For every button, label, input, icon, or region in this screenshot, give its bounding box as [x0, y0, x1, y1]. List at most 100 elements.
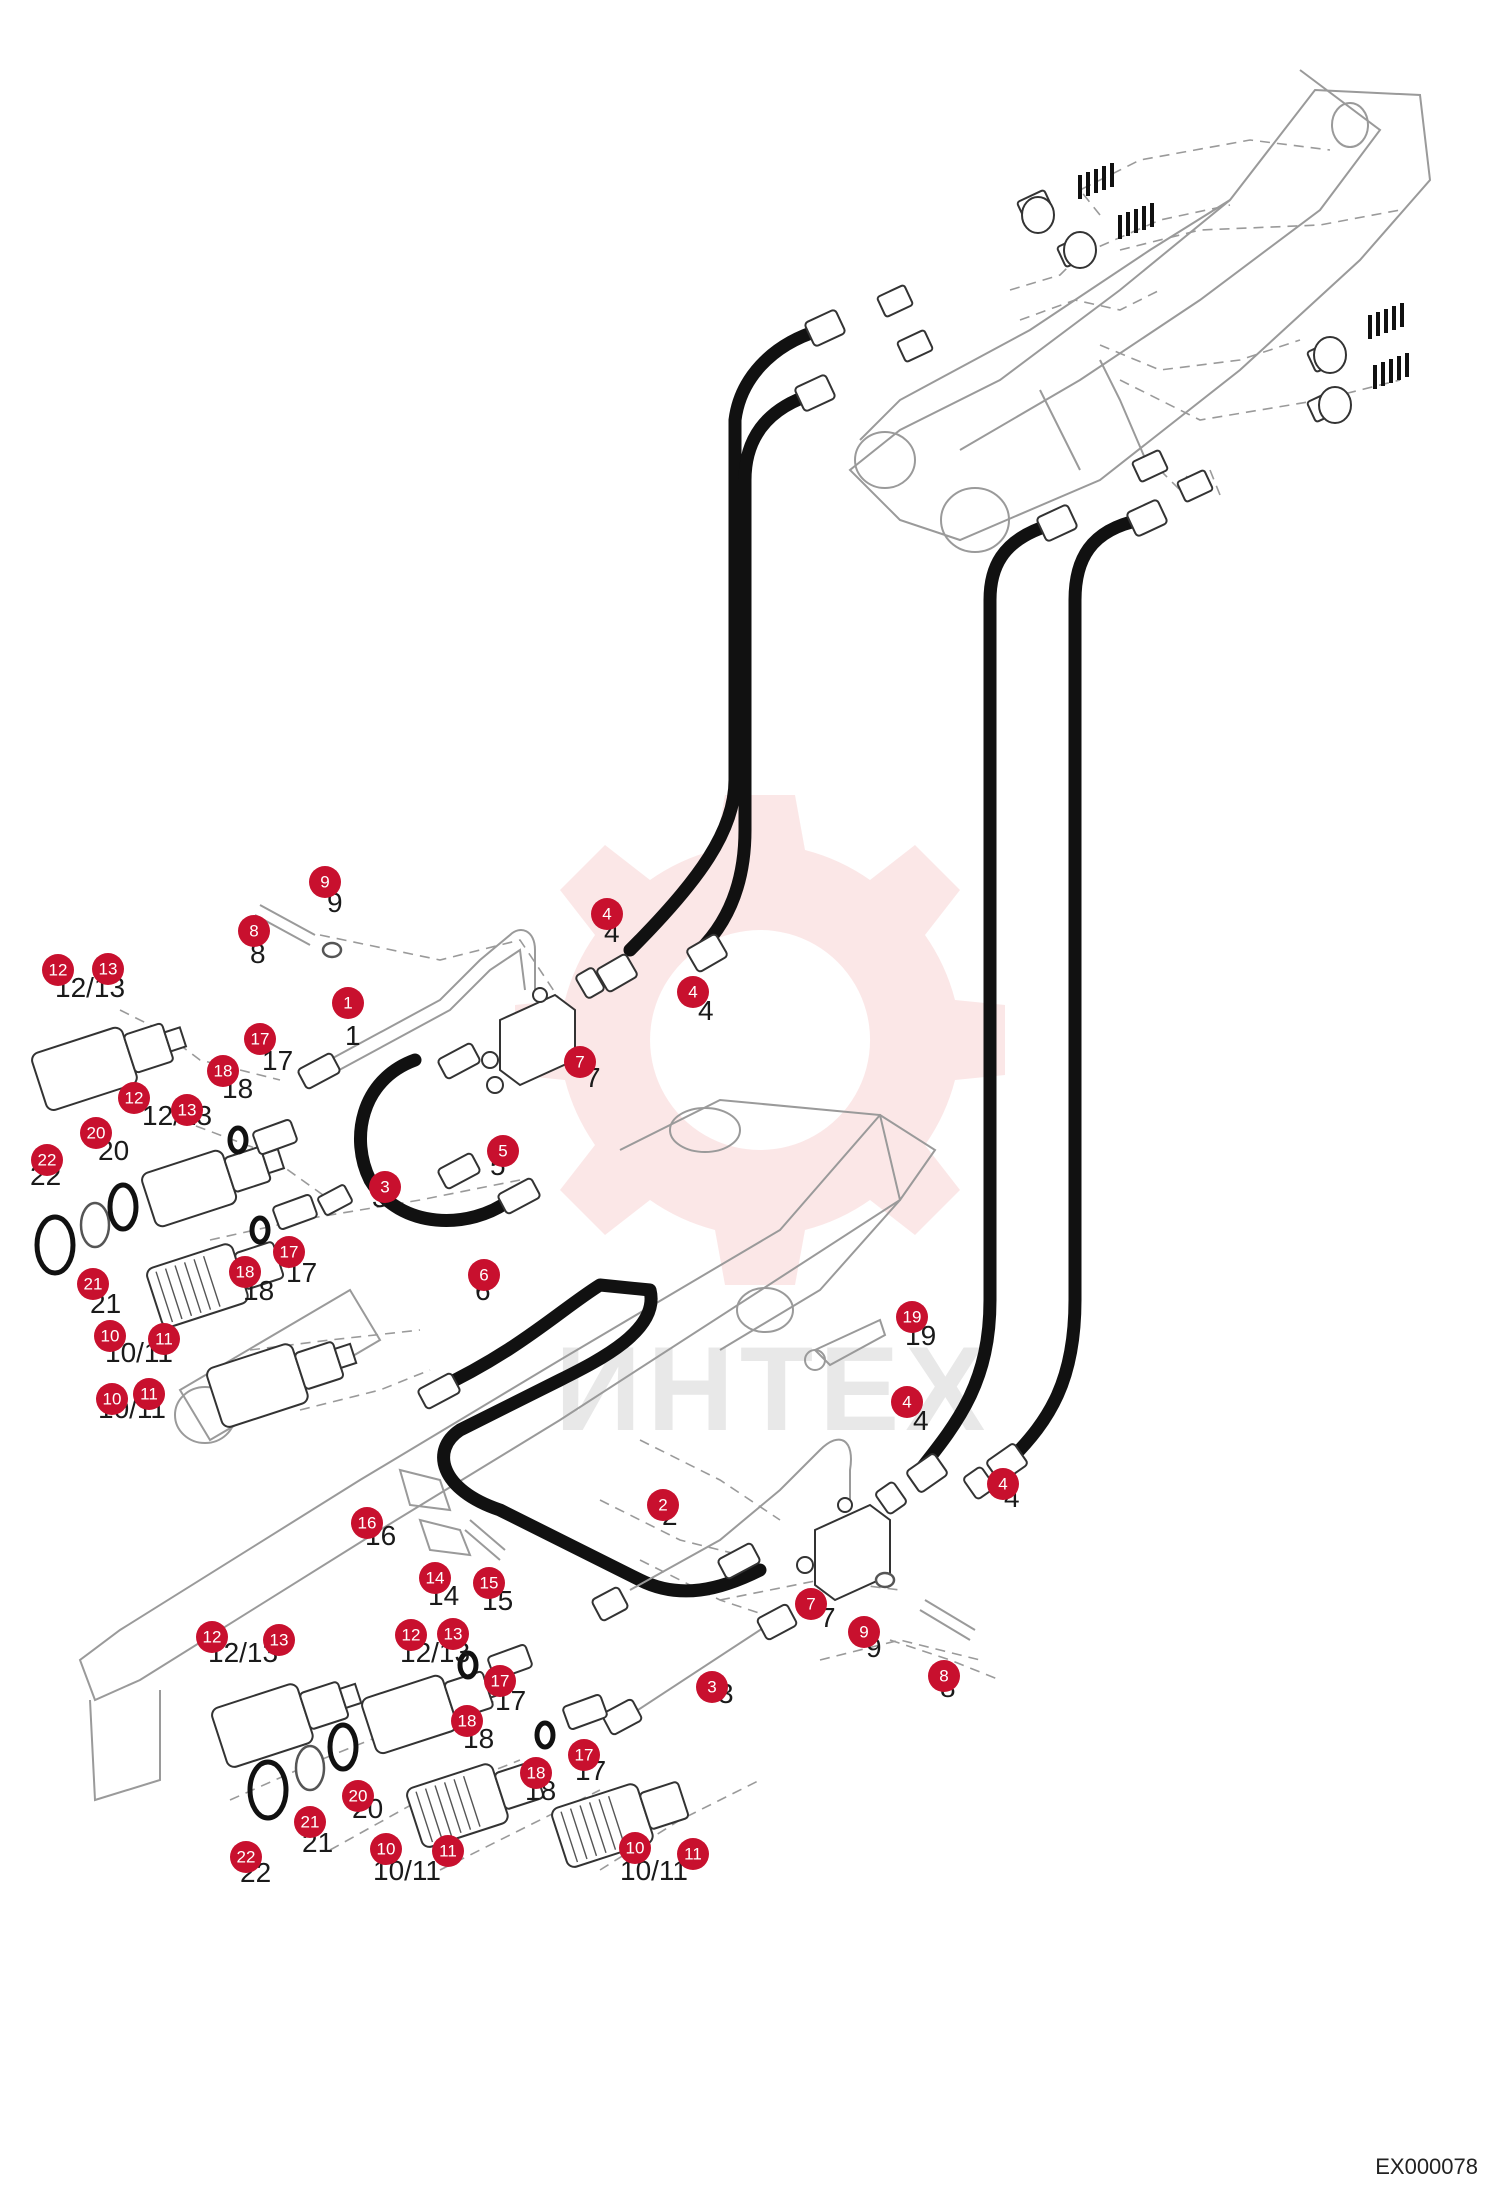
washer-9-upper [321, 941, 343, 959]
callout-number: 13 [99, 960, 118, 979]
callout-3: 3 [696, 1671, 728, 1703]
callout-marker [148, 1323, 180, 1355]
callout-8: 8 [928, 1660, 960, 1692]
callout-marker [370, 1833, 402, 1865]
callout-number: 10 [626, 1839, 645, 1858]
callout-number: 9 [859, 1623, 868, 1642]
callout-15: 15 [473, 1567, 505, 1599]
valve-block-7-upper [481, 987, 576, 1094]
callout-number: 18 [214, 1062, 233, 1081]
callout-marker [987, 1468, 1019, 1500]
hose-upper-right-a [913, 518, 1057, 1477]
callout-marker [891, 1386, 923, 1418]
callout-number: 12 [125, 1089, 144, 1108]
fittings [297, 189, 1344, 1736]
callout-number: 12 [203, 1628, 222, 1647]
callout-marker [351, 1507, 383, 1539]
boom-arm [848, 69, 1432, 553]
callout-marker [118, 1082, 150, 1114]
callout-number: 17 [280, 1243, 299, 1262]
watermark: ИНТЕХ [515, 795, 1005, 1456]
valve-block-7-lower [796, 1497, 891, 1602]
coupler-upper-4 [206, 1341, 358, 1428]
coupler-lower-1 [211, 1681, 363, 1768]
callout-number: 12 [49, 961, 68, 980]
callout-number: 11 [155, 1330, 173, 1349]
callout-22: 22 [230, 1841, 262, 1873]
hoses [354, 323, 1147, 1598]
callout-10: 10 [619, 1832, 651, 1864]
callout-8: 8 [238, 915, 270, 947]
callout-marker [437, 1618, 469, 1650]
callout-marker [395, 1619, 427, 1651]
callout-marker [42, 954, 74, 986]
callout-marker [273, 1236, 305, 1268]
callout-marker [230, 1841, 262, 1873]
callout-marker [332, 987, 364, 1019]
callout-17: 17 [484, 1665, 516, 1697]
callout-17: 17 [244, 1023, 276, 1055]
callout-18: 18 [520, 1757, 552, 1789]
callout-marker [591, 898, 623, 930]
callout-21: 21 [294, 1806, 326, 1838]
callout-1: 1 [332, 987, 364, 1019]
callout-marker [80, 1117, 112, 1149]
callout-number: 8 [249, 922, 258, 941]
callout-marker [342, 1780, 374, 1812]
callout-18: 18 [229, 1256, 261, 1288]
callout-number: 15 [480, 1574, 499, 1593]
callout-marker [92, 953, 124, 985]
callout-4: 4 [891, 1386, 923, 1418]
callout-marker [896, 1301, 928, 1333]
callout-10: 10 [94, 1320, 126, 1352]
steel-tube-3 [614, 1619, 781, 1726]
callout-marker [473, 1567, 505, 1599]
callout-number: 1 [343, 994, 352, 1013]
callout-number: 20 [349, 1787, 368, 1806]
callout-4: 4 [591, 898, 623, 930]
callout-marker [848, 1616, 880, 1648]
callout-9: 9 [848, 1616, 880, 1648]
callout-number: 17 [491, 1672, 510, 1691]
callout-marker [928, 1660, 960, 1692]
hose-upper-left-b [693, 388, 817, 957]
callout-marker [677, 976, 709, 1008]
callout-marker [432, 1835, 464, 1867]
steel-tube-2 [629, 1438, 852, 1591]
callout-20: 20 [80, 1117, 112, 1149]
callout-13: 13 [92, 953, 124, 985]
callout-number: 3 [380, 1178, 389, 1197]
callout-19: 19 [896, 1301, 928, 1333]
reference-code: EX000078 [1375, 2154, 1478, 2179]
callout-number: 4 [998, 1475, 1007, 1494]
adapter-17-upper-a [252, 1119, 298, 1155]
callout-number: 14 [426, 1569, 445, 1588]
callout-marker [244, 1023, 276, 1055]
hose-upper-left-a [623, 323, 827, 957]
callout-number: 18 [527, 1764, 546, 1783]
o-ring-18-lower-a [457, 1650, 479, 1680]
callout-number: 7 [575, 1053, 584, 1072]
o-ring-18-lower-b [534, 1720, 556, 1750]
callout-12: 12 [395, 1619, 427, 1651]
callout-marker [795, 1588, 827, 1620]
callout-marker [369, 1171, 401, 1203]
o-ring-20-upper [107, 1182, 139, 1232]
callout-marker [619, 1832, 651, 1864]
callout-marker [31, 1144, 63, 1176]
callout-4: 4 [677, 976, 709, 1008]
callout-17: 17 [568, 1739, 600, 1771]
callout-11: 11 [432, 1835, 464, 1867]
callout-9: 9 [309, 866, 341, 898]
callout-number: 10 [101, 1327, 120, 1346]
callout-number: 19 [903, 1308, 922, 1327]
tubes-and-valves [319, 929, 891, 1726]
callout-marker [196, 1621, 228, 1653]
callout-11: 11 [148, 1323, 180, 1355]
bolt-8-lower [919, 1599, 976, 1641]
callout-marker [94, 1320, 126, 1352]
callout-marker [238, 915, 270, 947]
callout-number: 4 [688, 983, 697, 1002]
callout-7: 7 [795, 1588, 827, 1620]
callout-12: 12 [42, 954, 74, 986]
